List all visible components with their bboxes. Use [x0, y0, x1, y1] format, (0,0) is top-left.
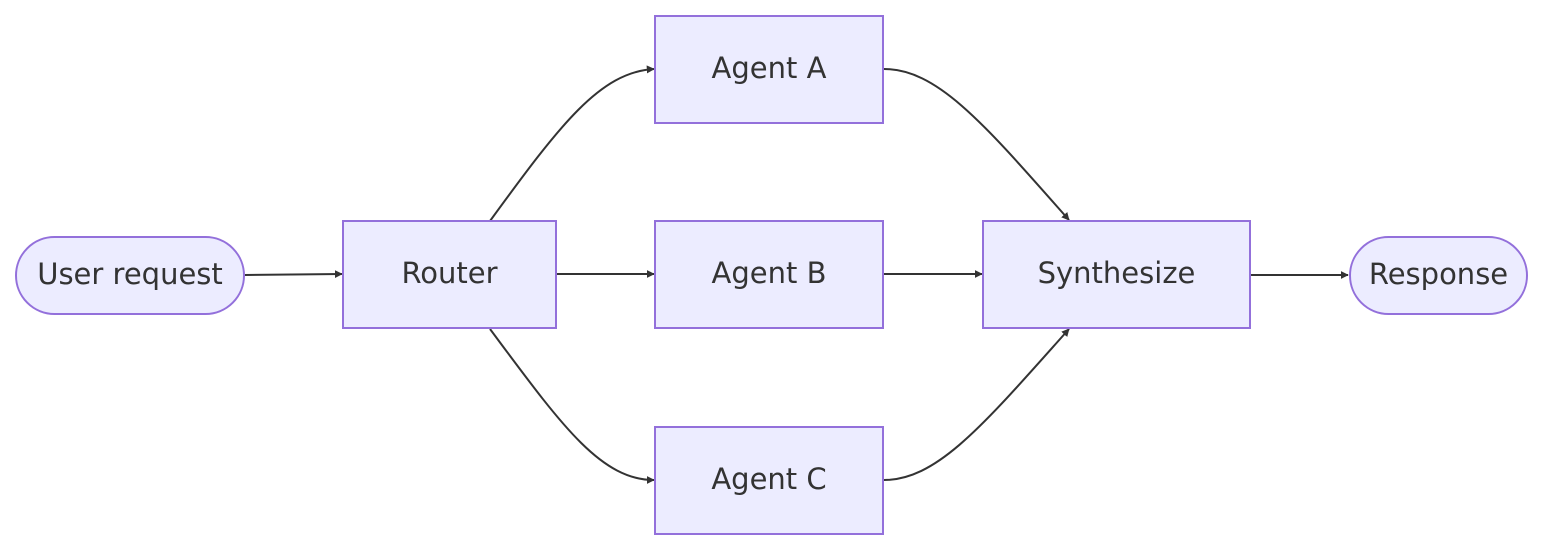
node-router-label: Router — [401, 256, 497, 290]
node-agent-c: Agent C — [654, 426, 884, 535]
edge-agent-c-to-synthesize — [883, 328, 1070, 481]
node-router-shape — [342, 220, 557, 329]
edges — [244, 65, 1349, 484]
node-agent-b-label: Agent B — [712, 256, 827, 290]
node-agent-a-shape — [654, 15, 884, 124]
node-user-request-label: User request — [37, 257, 223, 291]
node-agent-a: Agent A — [654, 15, 884, 124]
node-router: Router — [342, 220, 557, 329]
node-agent-b: Agent B — [654, 220, 884, 329]
edge-user-request-to-router — [244, 270, 343, 279]
node-response: Response — [1349, 236, 1528, 315]
node-agent-a-label: Agent A — [712, 51, 827, 85]
node-synthesize-shape — [982, 220, 1251, 329]
edge-agent-a-to-synthesize — [883, 68, 1070, 221]
node-user-request: User request — [15, 236, 245, 315]
node-agent-c-label: Agent C — [711, 462, 826, 496]
node-response-label: Response — [1369, 257, 1508, 291]
node-agent-c-shape — [654, 426, 884, 535]
edge-router-to-agent-c — [489, 328, 655, 484]
node-synthesize-label: Synthesize — [1038, 256, 1196, 290]
node-response-shape — [1349, 236, 1528, 315]
node-synthesize: Synthesize — [982, 220, 1251, 329]
node-agent-b-shape — [654, 220, 884, 329]
edge-router-to-agent-a — [489, 65, 655, 222]
node-user-request-shape — [15, 236, 245, 315]
